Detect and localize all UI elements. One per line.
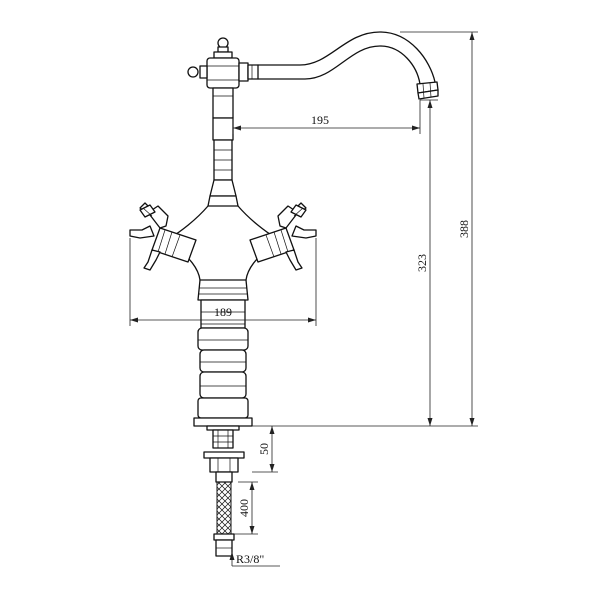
dim-shank-length: 50 [252,426,278,473]
dim-label-hose-length: 400 [237,499,251,517]
dim-label-spout-height: 323 [415,254,429,272]
dim-hose-length: 400 [234,481,258,535]
dim-label-spout-reach: 195 [311,113,329,127]
right-cross-handle [277,202,317,271]
mixer-body [151,205,295,281]
dim-handle-span: 189 [129,238,317,326]
top-finial [213,37,233,59]
neck [207,87,239,207]
spout [257,31,439,100]
dim-spout-reach: 195 [232,100,421,134]
upper-column [187,57,259,89]
dim-overall-height: 388 [400,31,478,426]
dim-label-overall-height: 388 [457,220,471,238]
left-cross-handle [129,202,169,271]
dimension-lines: 195 189 323 388 [129,31,478,567]
dim-spout-height: 323 [415,99,438,426]
mounting-shank [203,425,245,483]
dim-label-handle-span: 189 [214,305,232,319]
dim-thread: R3/8" [229,552,280,567]
dim-label-shank-length: 50 [257,443,271,455]
braided-hose [213,481,235,557]
faucet-outline [129,31,439,557]
dim-label-thread: R3/8" [236,552,264,566]
lower-base [193,279,253,427]
